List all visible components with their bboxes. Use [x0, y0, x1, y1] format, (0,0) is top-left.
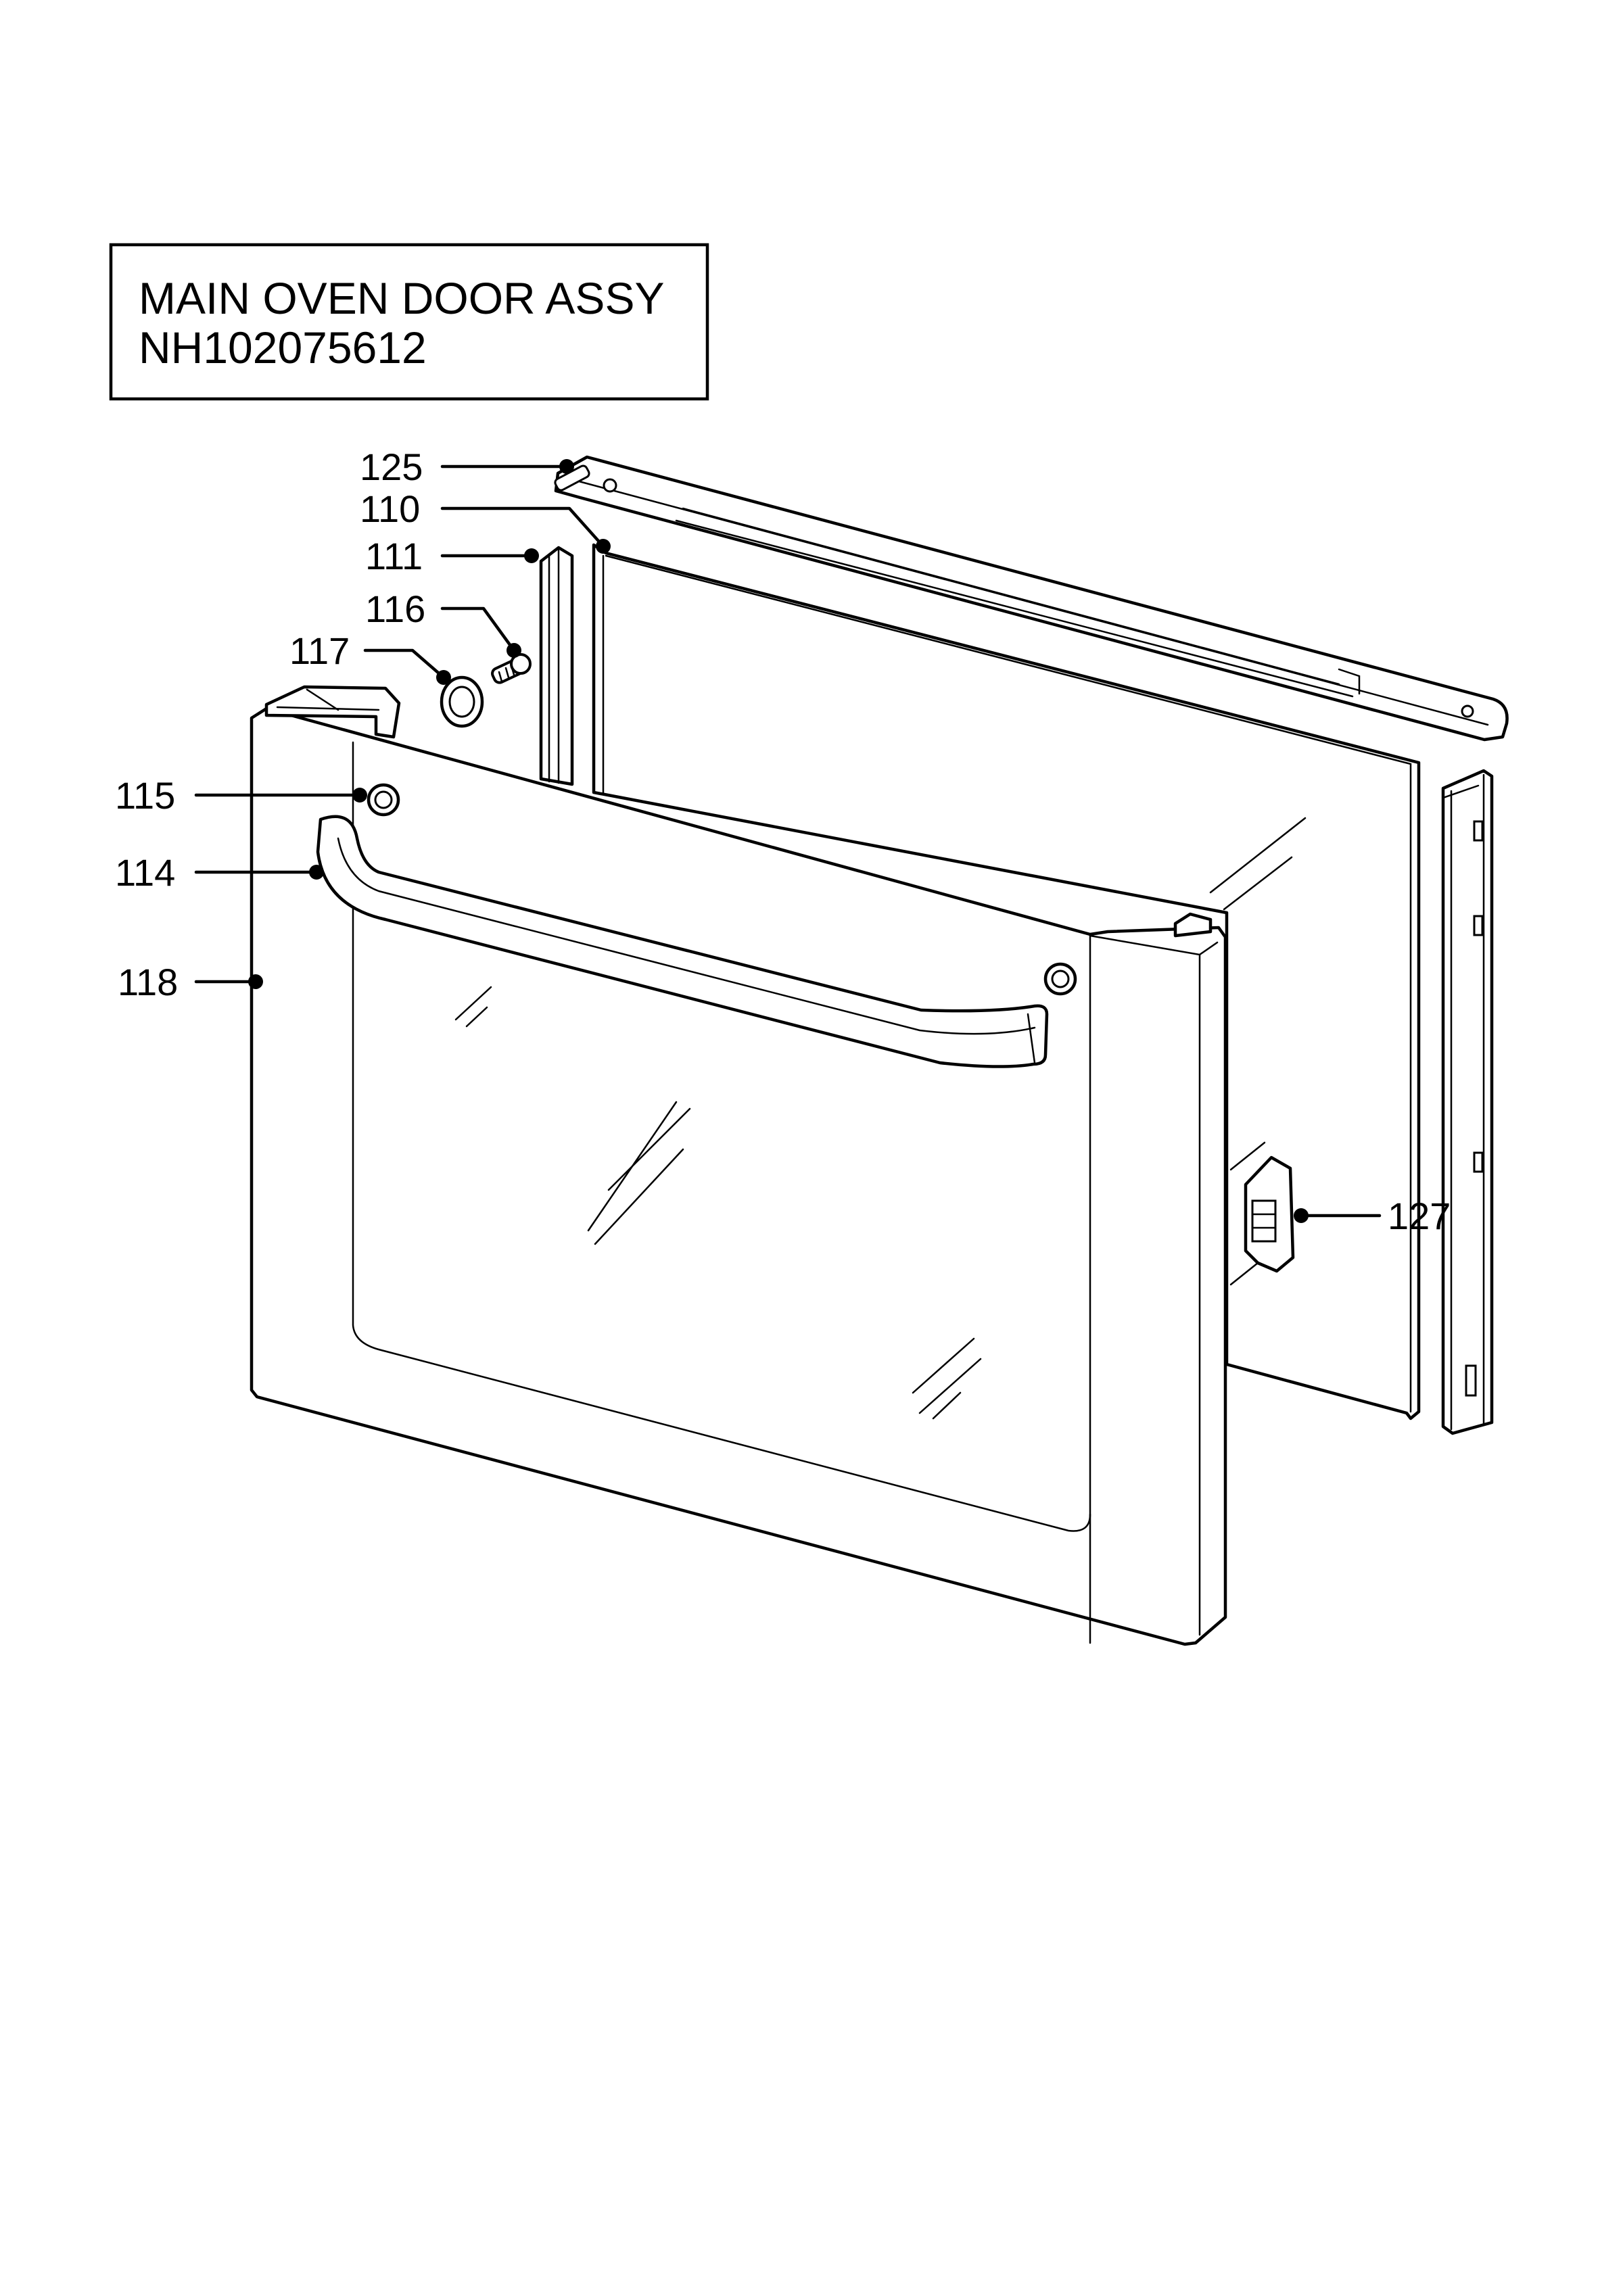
part-114-handle — [316, 815, 1049, 1068]
callout-115: 115 — [115, 774, 175, 817]
hinge-clip — [1244, 1155, 1295, 1273]
part-117-bush — [440, 675, 484, 728]
top-right-tab — [1173, 912, 1213, 938]
callout-125: 125 — [360, 446, 423, 488]
part-110-inner-glass — [592, 543, 1421, 1420]
top-hinge-block — [264, 685, 401, 739]
callout-labels: 125 110 111 116 117 115 114 118 127 — [115, 446, 1451, 1237]
callout-leaders — [194, 459, 1382, 1223]
part-111-side-seal — [539, 546, 574, 786]
callout-114: 114 — [115, 851, 175, 894]
callout-116: 116 — [365, 588, 425, 630]
callout-110: 110 — [360, 487, 420, 530]
part-116-screw — [491, 653, 532, 684]
title-box: MAIN OVEN DOOR ASSY NH102075612 — [109, 243, 709, 401]
callout-127: 127 — [1388, 1195, 1451, 1237]
part-115-screw-caps — [367, 783, 1077, 996]
callout-117: 117 — [289, 629, 350, 672]
callout-111: 111 — [365, 535, 423, 577]
callout-118: 118 — [118, 961, 178, 1003]
title-line-2: NH102075612 — [139, 322, 427, 373]
part-127-side-bracket — [1441, 769, 1494, 1435]
title-line-1: MAIN OVEN DOOR ASSY — [139, 273, 665, 323]
